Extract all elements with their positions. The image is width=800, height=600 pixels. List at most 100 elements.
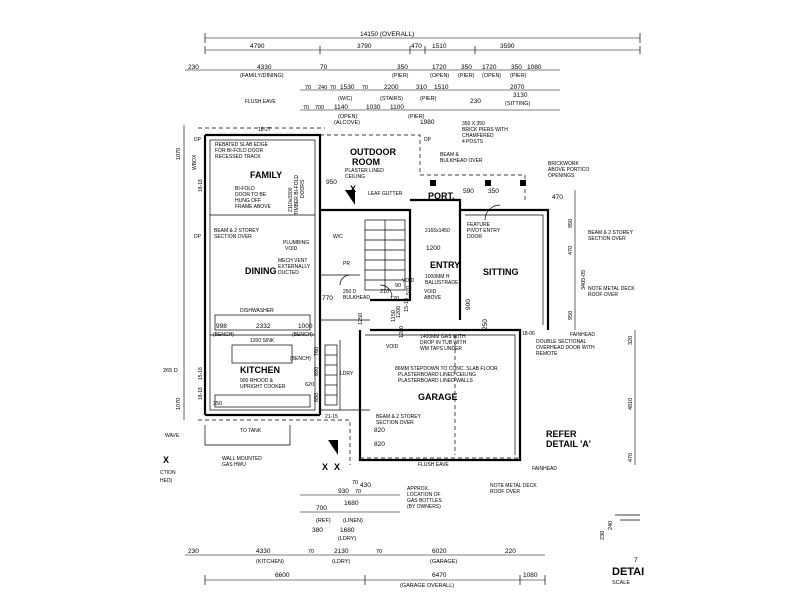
dim-top-r2-d: 1510 xyxy=(432,43,447,50)
note-outdoor-beam-1: BEAM & xyxy=(440,152,460,158)
note-fainhead: FAINHEAD xyxy=(570,332,595,338)
note-left-cut-1: X xyxy=(163,455,169,465)
note-gas-3: WM TAPS UNDER xyxy=(420,346,462,352)
dim-bot-r2-a: 700 xyxy=(316,505,327,512)
room-entry: ENTRY xyxy=(430,260,460,270)
inner-dim: 950 xyxy=(326,179,337,186)
note-x-2: X xyxy=(334,462,340,472)
note-hwu-1: WALL MOUNTED xyxy=(222,456,262,462)
inner-dim: 1280 xyxy=(399,326,405,338)
dim-right-d: 950 xyxy=(568,311,574,320)
inner-dim: 250 xyxy=(482,319,489,330)
note-grid-4: 18-06 xyxy=(522,331,535,337)
note-plumbing-1: PLUMBING xyxy=(283,240,309,246)
note-refer-2: DETAIL 'A' xyxy=(546,439,591,449)
note-stepdown-1: 86MM STEPDOWN TO CONC. SLAB FLOOR xyxy=(395,366,498,372)
note-timber-3: 2110x3300 xyxy=(288,187,294,212)
note-feature-3: DOOR xyxy=(467,234,482,240)
inner-dim: 820 xyxy=(374,427,385,434)
dim-top-r3-b: 4330 xyxy=(257,64,272,71)
note-rebated-3: RECESSED TRACK xyxy=(215,154,261,160)
dim-bot-r1-d: 430 xyxy=(360,482,371,489)
note-gas-bottles-2: LOCATION OF xyxy=(407,492,441,498)
note-brick-1: BRICKWORK xyxy=(548,161,580,167)
dim-top-r2-e: 3590 xyxy=(500,43,515,50)
dim-top-r5-f: 230 xyxy=(470,98,481,105)
dim-bot-r2-sub-a: (REF) xyxy=(316,518,331,524)
dim-right-b: 470 xyxy=(568,246,574,255)
note-mech-2: EXTERNALLY xyxy=(278,264,311,270)
dim-top-r4-d: 1530 xyxy=(340,84,355,91)
dim-top-r4-g: 310 xyxy=(416,84,427,91)
room-sitting: SITTING xyxy=(483,267,519,277)
inner-dim: 1250 xyxy=(358,313,364,325)
note-x-3: X xyxy=(322,462,328,472)
inner-dim: 350 xyxy=(213,401,222,407)
note-timber-2: DOORS xyxy=(300,179,306,198)
dim-overall-top: 14150 (OVERALL) xyxy=(360,31,414,38)
dim-top-r3-i: 350 xyxy=(511,64,522,71)
room-port: PORT. xyxy=(428,191,455,201)
note-sink: 1200 SINK xyxy=(250,338,275,344)
dim-bot-r3-c: 70 xyxy=(308,549,314,555)
note-bulkhead-1: 250 D xyxy=(343,289,357,295)
dim-bot-r4-b: 6470 xyxy=(432,572,447,579)
note-feature-1: FEATURE xyxy=(467,222,491,228)
room-labels: FAMILY DINING KITCHEN OUTDOOR ROOM PORT.… xyxy=(240,147,519,402)
note-bifold-4: FRAME ABOVE xyxy=(235,204,272,210)
note-deck-top-1: NOTE METAL DECK xyxy=(588,286,635,292)
dim-top-r5-d: 1030 xyxy=(366,104,381,111)
note-bifold-1: BI-FOLD xyxy=(235,186,255,192)
dim-bot-r3-sub-c: (GARAGE) xyxy=(430,559,457,565)
inner-dim: 470 xyxy=(552,194,563,201)
note-rebated-2: FOR BI-FOLD DOOR xyxy=(215,148,263,154)
note-beam-garage-1: BEAM & 2 STOREY xyxy=(376,414,422,420)
dim-bot-r1-c: 70 xyxy=(355,489,361,495)
dim-bot-r3-b: 4330 xyxy=(256,548,271,555)
note-plumbing-2: VOID xyxy=(285,246,298,252)
dim-bot-r4-sub-a: (GARAGE OVERALL) xyxy=(400,583,454,589)
note-piers-2: BRICK PIERS WITH xyxy=(462,127,508,133)
dim-bot-r3-sub-a: (KITCHEN) xyxy=(256,559,284,565)
inner-dim: 1000 xyxy=(298,323,313,330)
dim-top-r3-sub-e: (PIER) xyxy=(510,73,527,79)
dim-right-g: 470 xyxy=(628,453,634,462)
dim-top-r5-c: 1140 xyxy=(334,104,348,111)
dim-top-r4-sub-b: (STAIRS) xyxy=(380,96,403,102)
note-void: VOID xyxy=(402,278,415,284)
note-dp-3: DP xyxy=(424,137,432,143)
dim-bot-r1-a: 70 xyxy=(352,480,358,486)
dim-top-r4-b: 240 xyxy=(318,85,327,91)
dim-top-r3-d: 70 xyxy=(320,64,328,71)
detail-title: DETAI xyxy=(612,566,644,578)
note-balustrade-2: BALUSTRADE xyxy=(425,280,459,286)
note-bench-3: (BENCH) xyxy=(290,356,311,362)
top-dimension-strings: 14150 (OVERALL) 4790 3790 470 1510 3590 … xyxy=(185,31,641,126)
dim-top-r3-sub-b: (OPEN) xyxy=(430,73,449,79)
dim-bot-r2-b: 1680 xyxy=(344,500,359,507)
dim-top-r4-a: 70 xyxy=(305,85,311,91)
detail-title-block: 7 DETAI SCALE xyxy=(612,557,644,586)
room-pr: PR xyxy=(343,261,350,267)
note-deck-top-2: ROOF OVER xyxy=(588,292,618,298)
note-feature-2: PIVOT ENTRY xyxy=(467,228,501,234)
stairs xyxy=(364,219,406,291)
dim-bot-r2-sub-b: (LDRY) xyxy=(338,536,356,542)
note-bench-2: (BENCH) xyxy=(292,332,313,338)
dim-top-r2-b: 3790 xyxy=(357,43,372,50)
note-mech-1: MECH VENT xyxy=(278,258,307,264)
inner-dim: 900 xyxy=(465,299,472,310)
side-dimensions: 1070 265 D 1070 950 470 3405-05 950 320 … xyxy=(163,125,636,540)
note-dp-2: DP xyxy=(194,234,202,240)
inner-dim: 570 xyxy=(406,286,412,295)
note-void-above-2: ABOVE xyxy=(424,295,442,301)
dim-bot-r1-b: 930 xyxy=(338,488,349,495)
note-beam-right-1: BEAM & 2 STOREY xyxy=(588,230,634,236)
dim-top-r4-sub-d: (SITTING) xyxy=(505,101,531,107)
inner-dim: 650 xyxy=(314,393,320,402)
note-hwu-2: GAS HWU xyxy=(222,462,246,468)
note-bifold-3: HUNG OFF xyxy=(235,198,261,204)
note-mech-3: DUCTED xyxy=(278,270,299,276)
dim-top-r4-sub-a: (W/C) xyxy=(338,96,353,102)
dim-right-a: 950 xyxy=(568,219,574,228)
